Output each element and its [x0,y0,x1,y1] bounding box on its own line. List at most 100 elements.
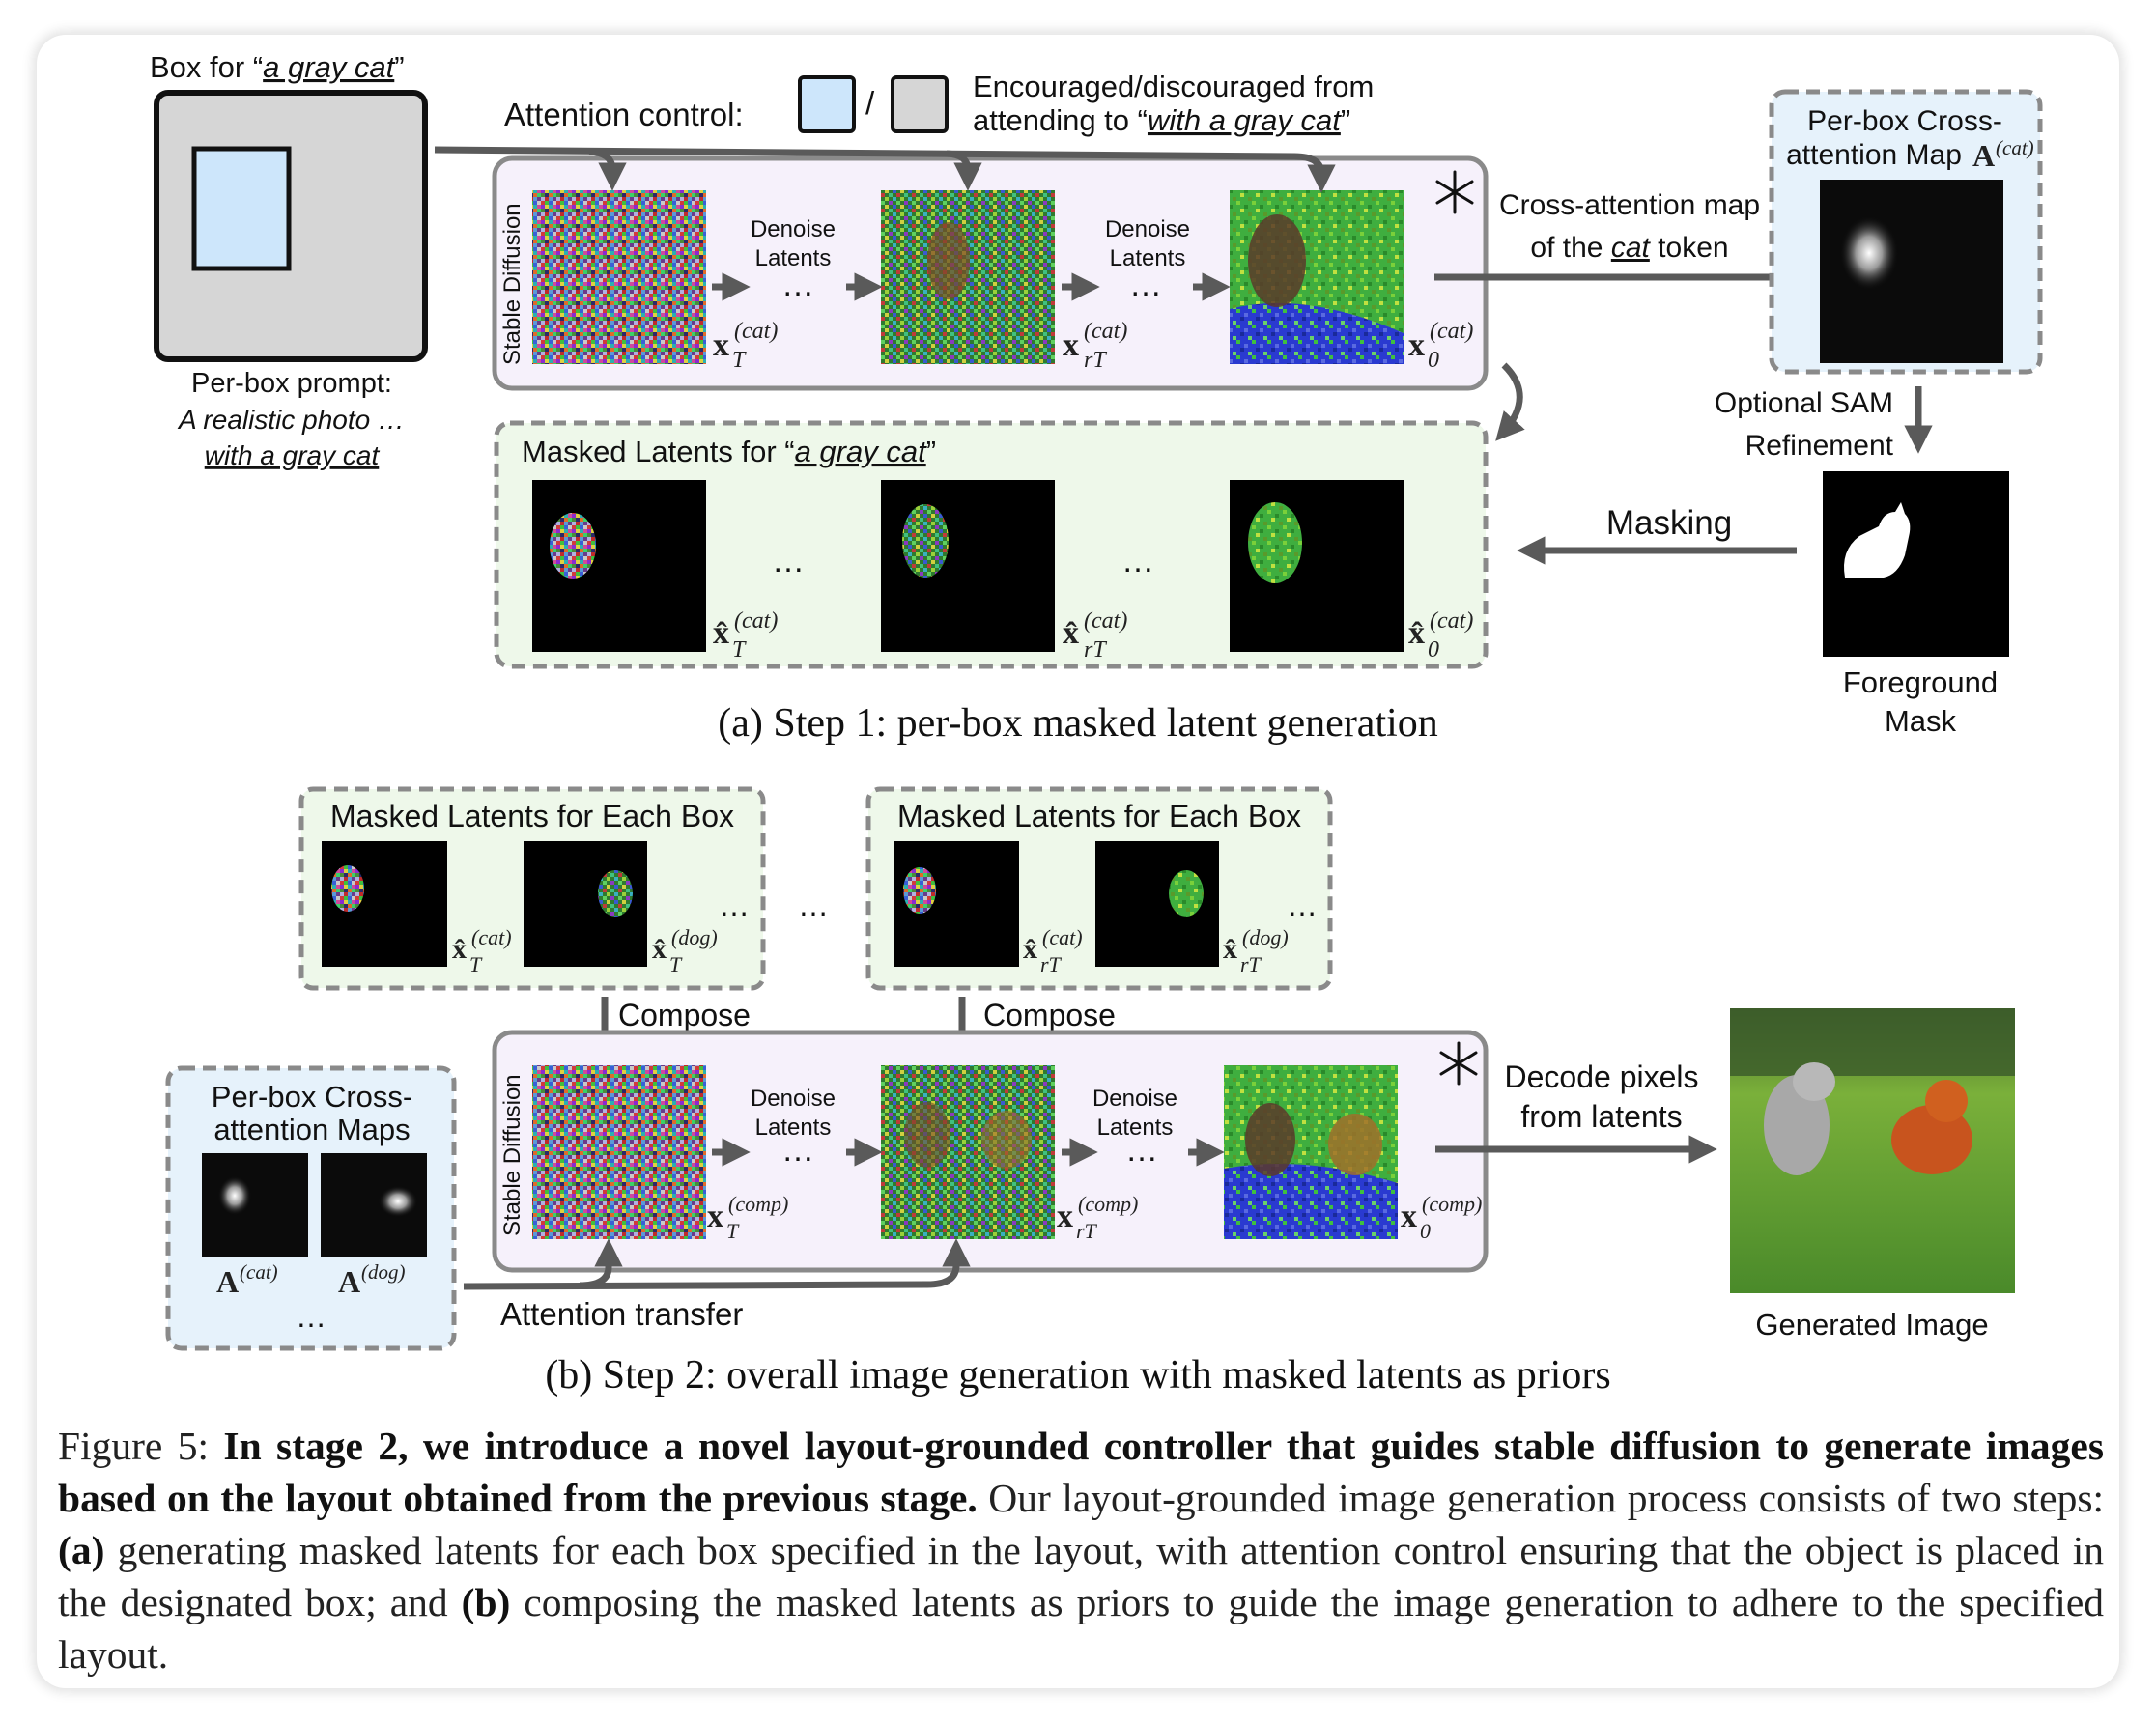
svg-text:Latents: Latents [1097,1115,1174,1141]
xattn-label-1: Cross-attention map [1499,189,1760,221]
svg-text:Masked Latents for Each Box: Masked Latents for Each Box [330,799,734,833]
svg-text:Decode pixels: Decode pixels [1505,1059,1699,1094]
svg-text:T: T [669,952,683,976]
caption-label: Figure 5: [58,1424,224,1468]
svg-text:Latents: Latents [755,245,832,271]
figure-caption: Figure 5: In stage 2, we introduce a nov… [58,1424,2104,1677]
per-box-cross-attention-map: Per-box Cross- attention Map A (cat) [1769,89,2043,375]
svg-text:Latents: Latents [1110,245,1186,271]
compose-label-2: Compose [983,998,1116,1032]
svg-text:of the cat token: of the cat token [1530,232,1728,264]
svg-text:(cat): (cat) [1430,608,1473,634]
stable-diffusion-panel-step1: Stable Diffusion Denoise Latents Denoise… [492,155,1489,391]
svg-text:T: T [469,952,483,976]
svg-text:T: T [732,348,747,373]
svg-text:Denoise: Denoise [751,1086,836,1112]
step1-caption: (a) Step 1: per-box masked latent genera… [718,701,1438,746]
svg-text:…: … [1287,888,1318,922]
svg-text:…: … [1121,543,1154,579]
svg-text:(cat): (cat) [1996,136,2034,159]
latent-xT-comp [532,1065,706,1239]
svg-text:rT: rT [1084,348,1107,373]
svg-text:Mask: Mask [1885,704,1957,738]
sd-label-step2: Stable Diffusion [499,1074,525,1236]
svg-text:A: A [338,1264,360,1299]
svg-text:attention Maps: attention Maps [213,1113,410,1146]
svg-text:Denoise: Denoise [1105,216,1190,242]
svg-text:(cat): (cat) [734,608,778,634]
figure-diagram: Box for “a gray cat” Per-box prompt: A r… [150,50,2043,1351]
svg-text:(dog): (dog) [671,925,718,949]
svg-text:from latents: from latents [1520,1099,1682,1134]
svg-text:(dog): (dog) [1242,925,1289,949]
svg-text:(cat): (cat) [240,1260,278,1284]
prompt-line-1: A realistic photo … [177,405,405,435]
svg-text:Denoise: Denoise [751,216,836,242]
box-title-object: a gray cat [263,50,396,84]
svg-text:x: x [1408,327,1425,363]
svg-text:x̂: x̂ [1223,933,1237,965]
svg-text:x̂: x̂ [713,615,729,651]
svg-text:rT: rT [1040,952,1063,976]
svg-text:Denoise: Denoise [1092,1086,1177,1112]
svg-text:x̂: x̂ [652,933,667,965]
svg-text:Box for “a gray cat”: Box for “a gray cat” [150,50,405,84]
svg-text:/: / [865,85,875,121]
svg-text:…: … [798,888,829,922]
svg-text:T: T [726,1219,740,1243]
svg-text:0: 0 [1420,1219,1431,1243]
svg-text:x: x [1057,1199,1073,1234]
svg-text:attention Map: attention Map [1786,139,1962,171]
masked-latents-each-box-right: Masked Latents for Each Box x̂ (cat) rT … [865,786,1333,991]
encouraged-line-1: Encouraged/discouraged from [973,70,1374,103]
generated-image-label: Generated Image [1755,1308,1988,1342]
masking-label: Masking [1606,504,1732,542]
svg-text:Per-box Cross-: Per-box Cross- [1807,105,2002,137]
svg-text:…: … [772,543,805,579]
svg-text:x: x [1063,327,1079,363]
per-box-cross-attention-maps: Per-box Cross- attention Maps A (cat) A … [165,1065,457,1351]
svg-text:…: … [781,1132,814,1169]
attention-control-legend: Attention control: / Encouraged/discoura… [504,70,1374,137]
svg-text:(cat): (cat) [1084,319,1127,344]
frozen-snowflake-icon [1439,1041,1478,1086]
svg-text:(comp): (comp) [1078,1192,1138,1216]
svg-text:(cat): (cat) [1084,608,1127,634]
svg-text:x: x [713,327,729,363]
svg-text:Per-box Cross-: Per-box Cross- [212,1080,412,1114]
svg-text:…: … [719,888,750,922]
attention-control-arrows [434,146,1336,193]
svg-text:…: … [296,1299,326,1334]
frozen-snowflake-icon [1435,170,1474,214]
svg-text:Foreground: Foreground [1843,665,1998,699]
stable-diffusion-panel-step2: Stable Diffusion Denoise Latents Denoise… [492,1030,1489,1273]
svg-text:0: 0 [1428,637,1439,663]
svg-text:rT: rT [1076,1219,1098,1243]
svg-text:0: 0 [1428,348,1439,373]
svg-text:…: … [1129,267,1162,303]
svg-text:x: x [707,1199,723,1234]
svg-text:rT: rT [1240,952,1262,976]
svg-text:attending to “with a gray cat”: attending to “with a gray cat” [973,103,1350,137]
svg-text:(cat): (cat) [1042,925,1083,949]
step2-caption: (b) Step 2: overall image generation wit… [545,1353,1611,1398]
attention-transfer-label: Attention transfer [500,1296,743,1332]
svg-text:(cat): (cat) [734,319,778,344]
svg-text:x̂: x̂ [1063,615,1079,651]
svg-text:Latents: Latents [755,1115,832,1141]
svg-text:(comp): (comp) [1422,1192,1482,1216]
box-title: Box for “ [150,50,263,84]
svg-text:(cat): (cat) [1430,319,1473,344]
svg-text:x: x [1401,1199,1417,1234]
latent-xrT-cat [881,190,1055,364]
attention-control-label: Attention control: [504,97,744,132]
svg-text:x̂: x̂ [1023,933,1037,965]
masked-latents-panel-step1: Masked Latents for “a gray cat” … … x̂ (… [494,420,1489,669]
svg-text:(cat): (cat) [471,925,512,949]
attention-transfer-arrows [463,1238,971,1290]
svg-text:…: … [1125,1132,1158,1169]
svg-text:x̂: x̂ [452,933,467,965]
foreground-mask: Foreground Mask [1823,471,2009,738]
svg-text:A: A [1972,138,1995,173]
prompt-label: Per-box prompt: [191,368,392,399]
